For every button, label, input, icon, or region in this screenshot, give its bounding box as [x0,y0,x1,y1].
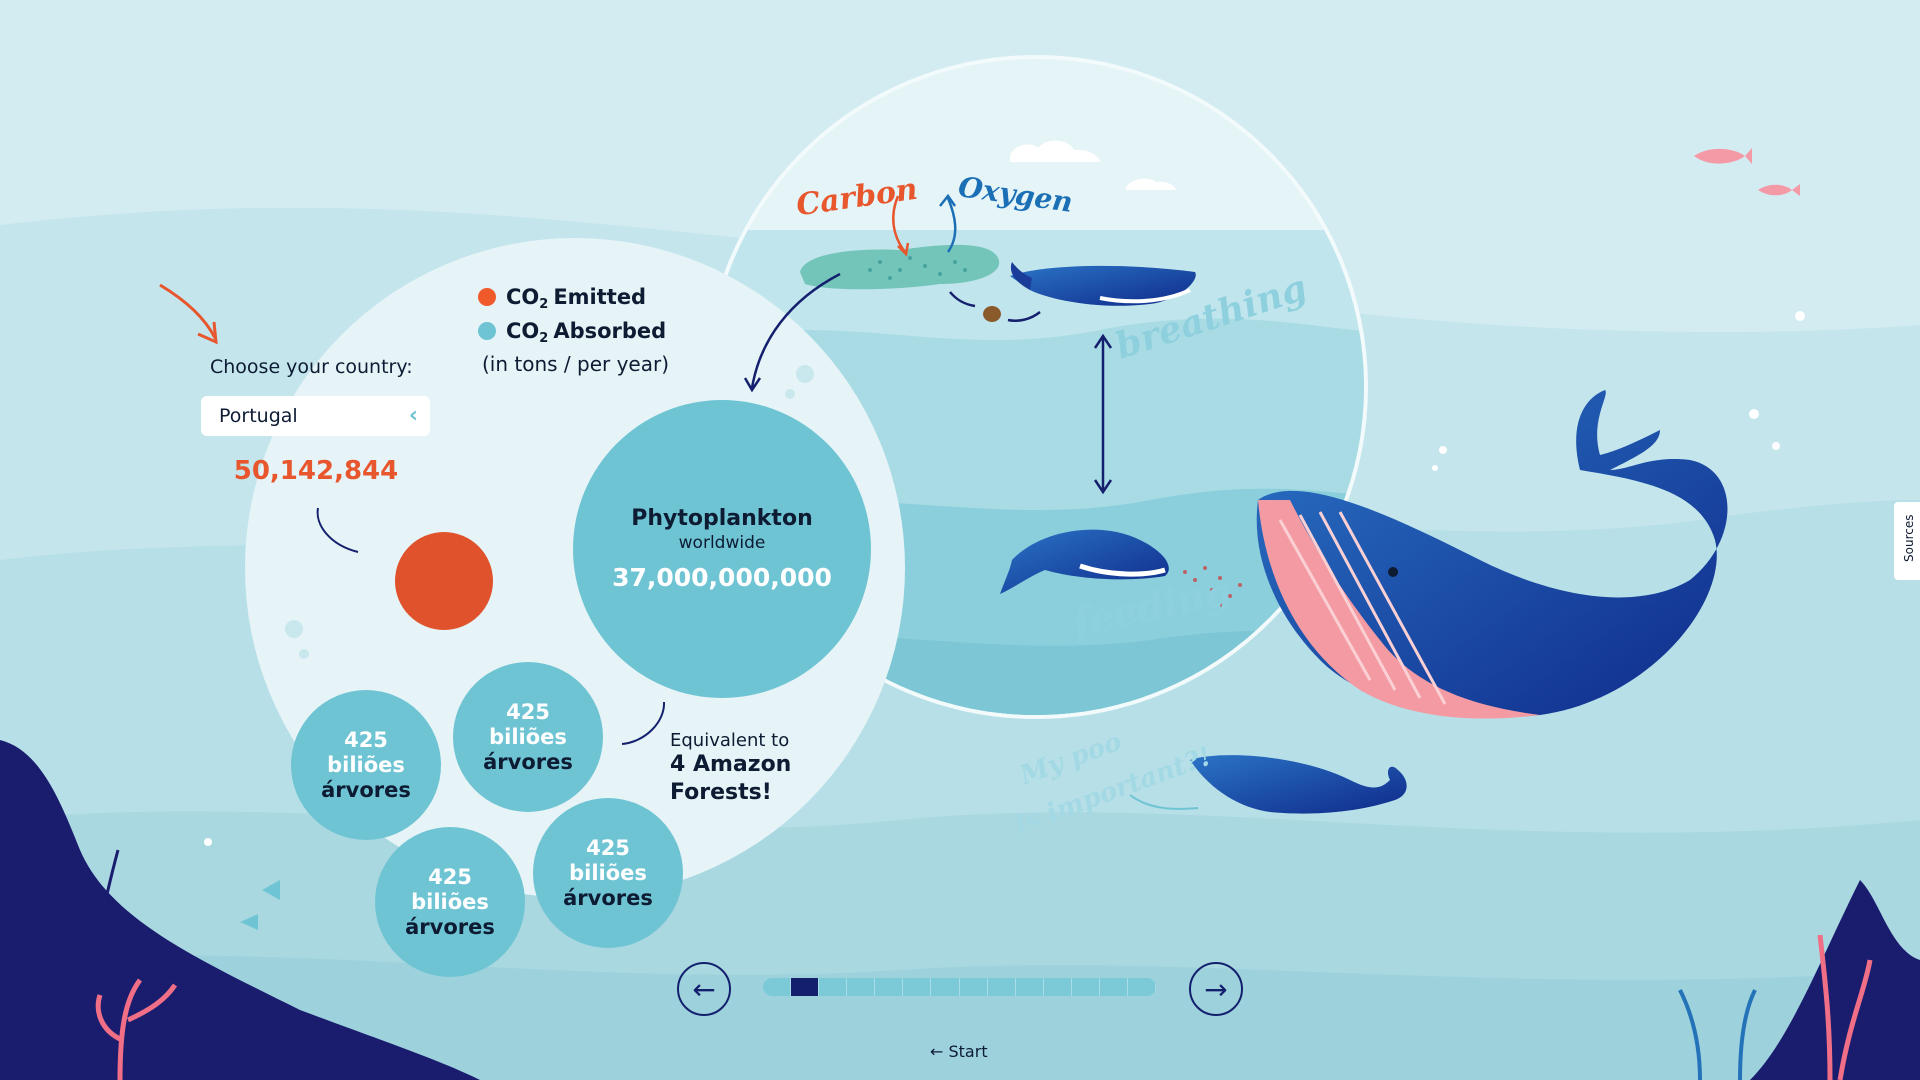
phytoplankton-value: 37,000,000,000 [612,563,832,592]
tree-circle: 425 biliões árvores [375,827,525,977]
arrow-left-icon: ← [692,972,716,1006]
sources-label: Sources [1902,514,1916,562]
progress-step[interactable] [1044,978,1072,996]
tree-label: árvores [483,749,573,774]
tree-unit: biliões [569,860,647,885]
tree-unit: biliões [489,724,567,749]
progress-bar[interactable] [763,978,1156,996]
phytoplankton-subtitle: worldwide [678,533,766,553]
country-select[interactable]: Portugal ‹ [201,396,430,436]
phytoplankton-cloud-icon [800,244,1000,290]
whale-breathing-icon [1010,262,1196,306]
progress-step[interactable] [875,978,904,996]
legend-absorbed-label: Absorbed [553,319,667,343]
country-label: Choose your country: [210,356,413,378]
progress-step[interactable] [847,978,876,996]
start-label: Start [948,1042,988,1061]
progress-step[interactable] [763,978,792,996]
absorbed-dot-icon [478,322,496,340]
next-button[interactable]: → [1189,962,1243,1016]
tree-unit: biliões [327,752,405,777]
tree-count: 425 [586,835,630,860]
equivalent-text: Equivalent to 4 Amazon Forests! [670,730,791,807]
progress-step[interactable] [1128,978,1156,996]
blue-whale-icon [1256,390,1728,719]
legend-note: (in tons / per year) [482,352,670,376]
emitted-value: 50,142,844 [233,456,399,486]
chevron-left-icon[interactable]: ‹ [408,403,418,428]
legend-absorbed-prefix: CO [506,319,540,343]
equivalent-line2: 4 Amazon [670,752,792,777]
legend-emitted-prefix: CO [506,285,540,309]
progress-step[interactable] [819,978,848,996]
tree-label: árvores [563,885,653,910]
progress-step[interactable] [1100,978,1129,996]
tree-circle: 425 biliões árvores [453,662,603,812]
emitted-dot-icon [478,288,496,306]
equivalent-line3: Forests! [670,780,772,805]
tree-count: 425 [344,727,388,752]
arrow-right-icon: → [1204,972,1228,1006]
start-link[interactable]: ← Start [930,1042,988,1061]
country-selected: Portugal [219,405,298,427]
legend-emitted-sub: 2 [539,296,549,312]
phytoplankton-title: Phytoplankton [631,506,813,531]
emitted-circle [395,532,493,630]
tree-label: árvores [405,914,495,939]
equivalent-line1: Equivalent to [670,730,790,751]
tree-circle: 425 biliões árvores [291,690,441,840]
tree-unit: biliões [411,889,489,914]
progress-step[interactable] [931,978,960,996]
progress-step[interactable] [903,978,932,996]
tree-count: 425 [428,864,472,889]
whale-feeding-icon [1000,529,1169,594]
progress-step[interactable] [988,978,1016,996]
whale-poo-icon [1190,755,1407,814]
progress-step[interactable] [1072,978,1100,996]
tree-count: 425 [506,699,550,724]
progress-step[interactable] [960,978,988,996]
phytoplankton-circle: Phytoplankton worldwide 37,000,000,000 [573,400,871,698]
progress-step[interactable] [1016,978,1044,996]
sources-tab[interactable]: Sources [1894,502,1920,580]
progress-step-current[interactable] [791,978,820,996]
arrow-left-small-icon: ← [930,1042,944,1061]
legend-emitted-label: Emitted [553,285,647,309]
tree-circle: 425 biliões árvores [533,798,683,948]
legend-absorbed-sub: 2 [539,330,549,346]
prev-button[interactable]: ← [677,962,731,1016]
tree-label: árvores [321,777,411,802]
